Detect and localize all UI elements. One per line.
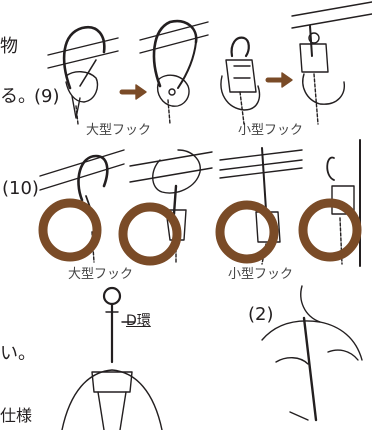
header-text-line1: 物 [0,36,18,57]
row2-highlight-circles [38,198,362,266]
harness-body-illustration [61,286,163,430]
arrow-right-icon [281,72,293,88]
caption-small-hook-row1: 小型フック [238,123,304,138]
arrow-right-icon [135,84,147,100]
step-2-label: (2) [248,304,274,325]
highlight-circle [118,202,182,266]
highlight-circle [298,198,362,262]
footer-text-line2: 仕様 [0,406,33,425]
step-9-label: (9) [34,86,60,107]
d-ring-label: D環 [126,313,151,329]
row1-small-hook-open-illustration [220,36,261,125]
caption-large-hook-row2: 大型フック [68,267,134,282]
footer-text-line1: い。 [0,343,36,364]
person-holding-lanyard-illustration [261,285,363,422]
step-10-label: (10) [2,178,39,199]
highlight-circle [38,198,102,262]
row1-small-hook-attached-illustration [291,1,372,125]
highlight-circle [215,200,279,264]
row1-large-hook-open-illustration [47,25,119,125]
row1-large-hook-closed-illustration [139,19,209,125]
header-text-line2: る。 [0,86,36,107]
caption-large-hook-row1: 大型フック [86,123,152,138]
caption-small-hook-row2: 小型フック [228,267,294,282]
row2-large-hook-wrapped-illustration [129,149,213,265]
